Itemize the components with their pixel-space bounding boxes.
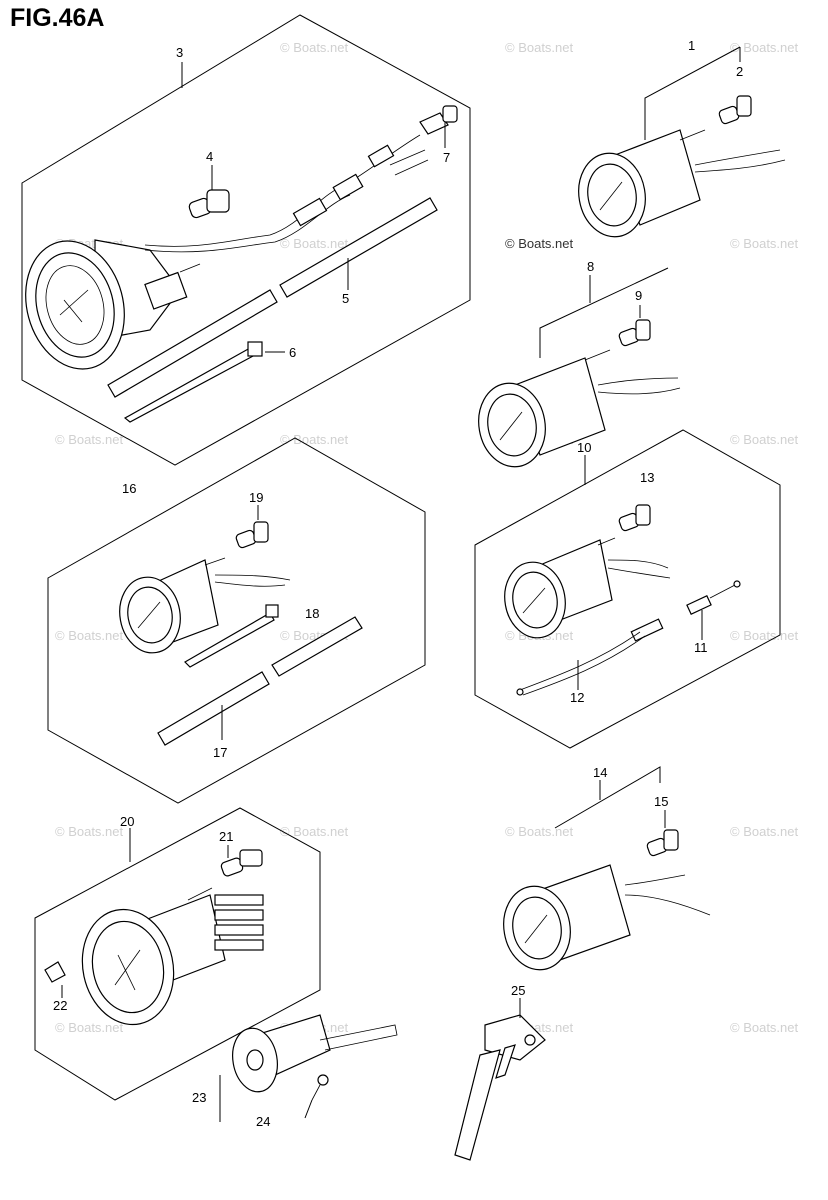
callout-17: 17	[213, 745, 227, 760]
leader-line-1	[644, 46, 741, 140]
callout-23: 23	[192, 1090, 206, 1105]
gauge-1	[578, 129, 786, 238]
callout-9: 9	[635, 288, 642, 303]
callout-3: 3	[176, 45, 183, 60]
gauge-3	[25, 134, 429, 370]
cable-tie-6	[123, 341, 263, 423]
figure-title: FIG.46A	[10, 4, 105, 32]
watermark: © Boats.net	[280, 40, 349, 55]
watermark: © Boats.net	[55, 628, 124, 643]
callout-10: 10	[577, 440, 591, 455]
callout-21: 21	[219, 829, 233, 844]
callout-6: 6	[289, 345, 296, 360]
callout-18: 18	[305, 606, 319, 621]
screw-24	[311, 1074, 329, 1101]
bulb-4	[188, 189, 230, 219]
watermark: © Boats.net	[730, 432, 799, 447]
callout-24: 24	[256, 1114, 270, 1129]
callout-19: 19	[249, 490, 263, 505]
group-14-kit	[503, 766, 711, 971]
callout-2: 2	[736, 64, 743, 79]
callout-15: 15	[654, 794, 668, 809]
bulb-2	[718, 95, 752, 125]
trim-sender-23	[232, 1014, 398, 1093]
watermark: © Boats.net	[505, 824, 574, 839]
gauge-14	[503, 864, 711, 971]
watermark: © Boats.net	[505, 40, 574, 55]
tube-5	[107, 197, 438, 398]
callout-12: 12	[570, 690, 584, 705]
watermark: © Boats.net	[730, 40, 799, 55]
tube-17	[157, 616, 363, 746]
group-10-kit	[474, 429, 781, 749]
watermark: © Boats.net	[280, 824, 349, 839]
callout-5: 5	[342, 291, 349, 306]
callout-labels: 1 2 3 4 5 6 7 8 9 10 11 12 13 14 15 16 1…	[53, 38, 743, 1129]
watermark: © Boats.net	[280, 236, 349, 251]
bulb-19	[235, 521, 269, 549]
watermark: © Boats.net	[730, 236, 799, 251]
bulb-21	[220, 849, 263, 877]
group-20-kit	[34, 807, 321, 1101]
gauge-16	[119, 557, 291, 654]
watermark: © Boats.net	[55, 824, 124, 839]
kit-box-10	[474, 429, 781, 749]
kit-box-16	[47, 437, 426, 804]
watermark: © Boats.net	[505, 236, 574, 251]
bulb-15	[646, 829, 679, 857]
gauge-10	[504, 537, 671, 639]
callout-8: 8	[587, 259, 594, 274]
watermark: © Boats.net	[55, 1020, 124, 1035]
callout-20: 20	[120, 814, 134, 829]
gauge-8	[478, 349, 681, 468]
leader-line-24	[304, 1099, 313, 1119]
callout-13: 13	[640, 470, 654, 485]
watermark: © Boats.net	[280, 432, 349, 447]
gauge-20	[81, 887, 264, 1026]
callout-22: 22	[53, 998, 67, 1013]
cable-tie-18	[184, 604, 279, 668]
callout-14: 14	[593, 765, 607, 780]
bulb-22	[44, 961, 66, 983]
bulb-13	[618, 504, 651, 532]
wire-harness-11-12	[516, 580, 741, 696]
callout-11: 11	[694, 640, 708, 655]
callout-16: 16	[122, 481, 136, 496]
watermark: © Boats.net	[730, 1020, 799, 1035]
sender-25	[454, 1014, 546, 1161]
callout-7: 7	[443, 150, 450, 165]
watermark: © Boats.net	[55, 432, 124, 447]
kit-leader-8	[539, 267, 669, 358]
bulb-9	[618, 319, 651, 347]
group-3-kit	[21, 14, 471, 466]
kit-leader-14	[554, 766, 661, 829]
group-8-kit	[478, 267, 681, 468]
bulb-7	[419, 105, 458, 135]
kit-box-3	[21, 14, 471, 466]
callout-4: 4	[206, 149, 213, 164]
watermark: © Boats.net	[730, 628, 799, 643]
callout-25: 25	[511, 983, 525, 998]
group-16-kit	[47, 437, 426, 804]
kit-box-20	[34, 807, 321, 1101]
watermark: © Boats.net	[730, 824, 799, 839]
callout-1: 1	[688, 38, 695, 53]
group-1-kit	[578, 46, 786, 238]
